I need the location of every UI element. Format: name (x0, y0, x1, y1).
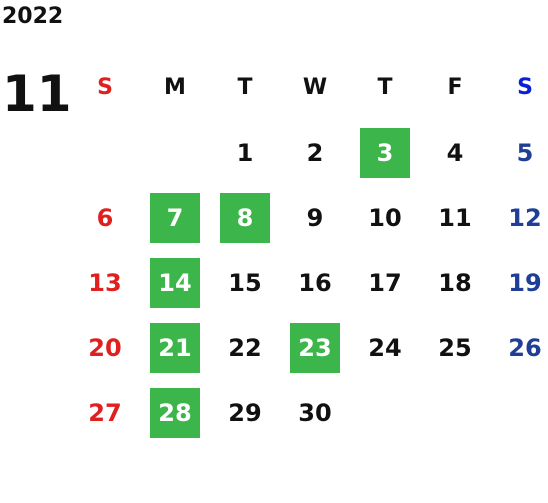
calendar-grid: S M T W T F S 1 2 3 4 5 6 7 8 9 10 11 12… (70, 55, 548, 445)
month-label: 11 (2, 65, 72, 123)
day-cell: 27 (88, 398, 122, 427)
weekday-thu: T (377, 74, 393, 100)
day-cell-highlighted: 8 (210, 185, 280, 250)
day-cell: 10 (368, 203, 402, 232)
day-cell: 24 (368, 333, 402, 362)
week-row-1: 1 2 3 4 5 (70, 120, 548, 185)
day-cell (350, 380, 420, 445)
day-cell: 17 (368, 268, 402, 297)
day-cell (140, 120, 210, 185)
week-row-4: 20 21 22 23 24 25 26 (70, 315, 548, 380)
day-cell: 25 (438, 333, 472, 362)
day-cell (70, 120, 140, 185)
year-label: 2022 (2, 4, 64, 29)
weekday-wed: W (302, 74, 328, 100)
day-cell: 19 (508, 268, 542, 297)
day-cell: 9 (306, 203, 324, 232)
day-cell-highlighted: 23 (280, 315, 350, 380)
day-cell (490, 380, 548, 445)
day-cell: 12 (508, 203, 542, 232)
day-cell: 16 (298, 268, 332, 297)
day-cell: 29 (228, 398, 262, 427)
weekday-mon: M (164, 74, 186, 100)
day-cell-highlighted: 14 (140, 250, 210, 315)
weekday-header: S M T W T F S (70, 55, 548, 120)
weekday-sun: S (97, 74, 113, 100)
day-cell-highlighted: 21 (140, 315, 210, 380)
day-cell: 30 (298, 398, 332, 427)
weekday-fri: F (447, 74, 463, 100)
day-cell-highlighted: 7 (140, 185, 210, 250)
day-cell (420, 380, 490, 445)
day-cell: 11 (438, 203, 472, 232)
day-cell: 22 (228, 333, 262, 362)
weekday-tue: T (237, 74, 253, 100)
day-cell-highlighted: 3 (350, 120, 420, 185)
day-cell: 18 (438, 268, 472, 297)
week-row-3: 13 14 15 16 17 18 19 (70, 250, 548, 315)
day-cell: 20 (88, 333, 122, 362)
day-cell: 15 (228, 268, 262, 297)
weekday-sat: S (517, 74, 533, 100)
day-cell: 2 (306, 138, 324, 167)
day-cell: 5 (516, 138, 534, 167)
day-cell: 26 (508, 333, 542, 362)
day-cell: 6 (96, 203, 114, 232)
day-cell: 4 (446, 138, 464, 167)
day-cell: 1 (236, 138, 254, 167)
day-cell: 13 (88, 268, 122, 297)
week-row-2: 6 7 8 9 10 11 12 (70, 185, 548, 250)
week-row-5: 27 28 29 30 (70, 380, 548, 445)
day-cell-highlighted: 28 (140, 380, 210, 445)
